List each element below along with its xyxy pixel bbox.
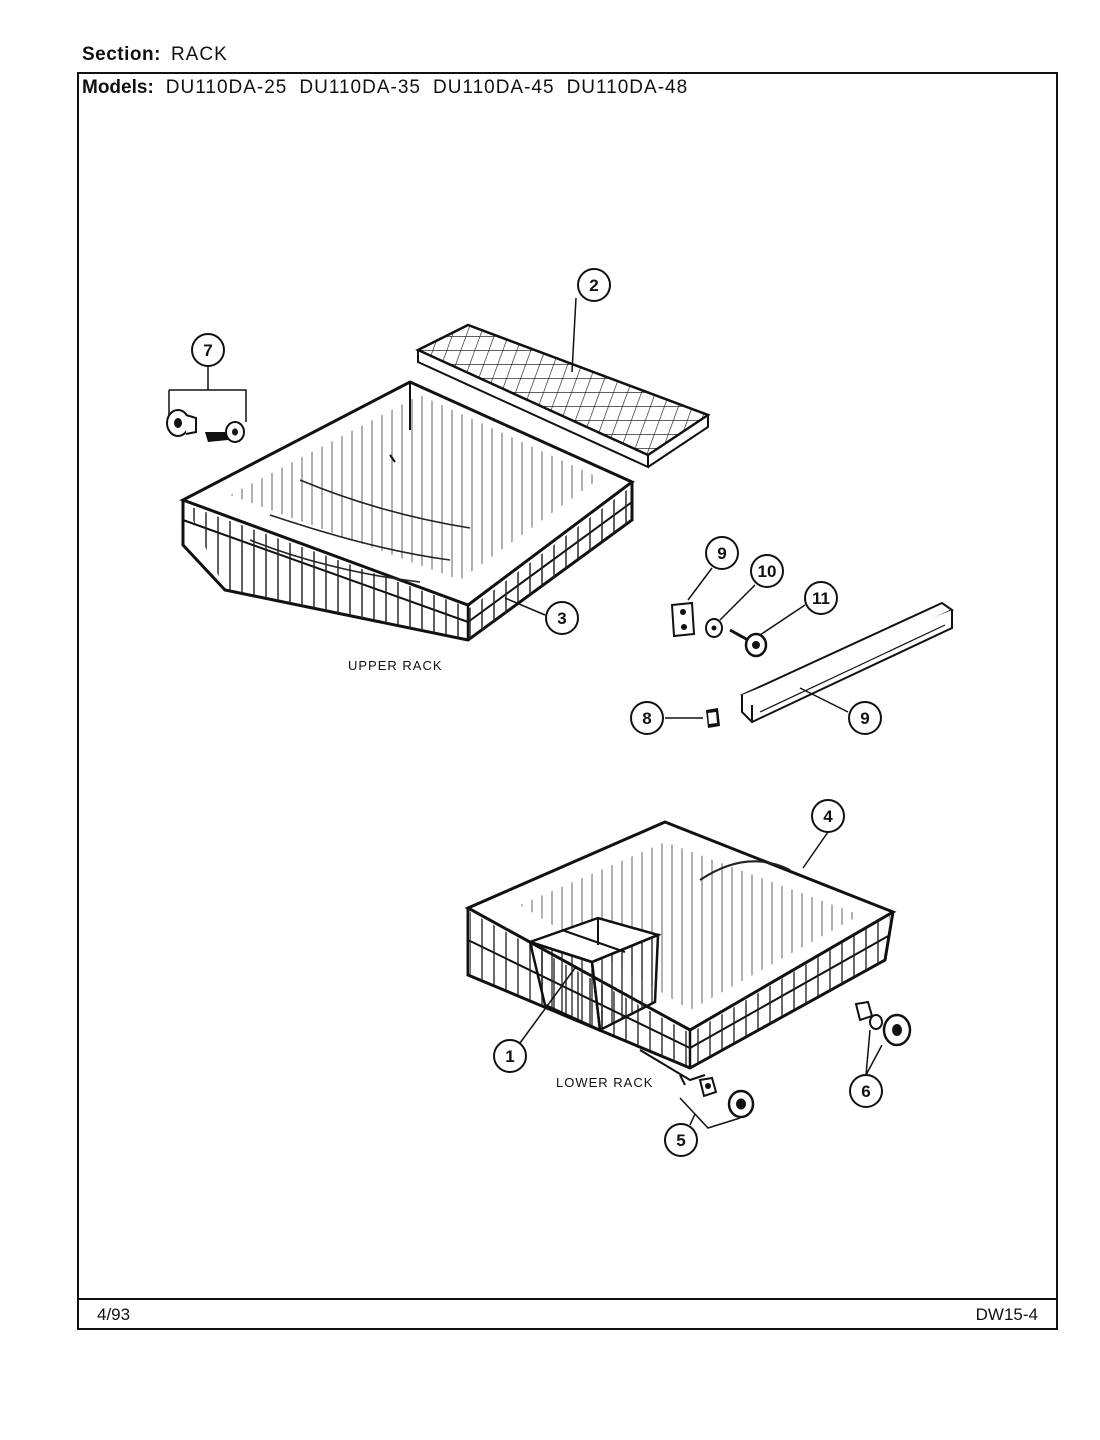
rack-adjuster-bracket-part (670, 601, 696, 638)
callout-number: 7 (203, 341, 212, 360)
models-heading: Models: DU110DA-25 DU110DA-35 DU110DA-45 DU1… (82, 77, 688, 99)
callout-3: 3 (545, 601, 579, 635)
silverware-basket-part (526, 916, 662, 1033)
callout-9: 9 (705, 536, 739, 570)
callout-11: 11 (804, 581, 838, 615)
upper-rack-part (179, 380, 635, 642)
lower-rack-caption: LOWER RACK (556, 1075, 653, 1090)
leader-line (504, 597, 546, 616)
callout-number: 4 (823, 807, 833, 826)
callout-6: 6 (849, 1074, 883, 1108)
section-label: Section: (82, 44, 161, 65)
model-number: DU110DA-48 (566, 77, 689, 98)
leader-line (799, 687, 849, 713)
callout-number: 1 (505, 1047, 514, 1066)
upper-shelf-grid-part (415, 323, 711, 469)
callout-number: 8 (642, 709, 651, 728)
callout-number: 11 (812, 589, 830, 608)
leader-bracket (168, 366, 247, 422)
leader-line (689, 1113, 696, 1126)
leader-line (519, 967, 576, 1044)
rack-roller-part (166, 409, 245, 443)
callout-number: 2 (589, 276, 598, 295)
leader-line (719, 584, 756, 621)
diagram-frame (77, 72, 1058, 1330)
callout-number: 10 (758, 562, 777, 581)
model-number: DU110DA-45 (432, 77, 555, 98)
callout-number: 5 (676, 1131, 685, 1150)
model-number: DU110DA-35 (299, 77, 421, 98)
callout-5: 5 (664, 1123, 698, 1157)
footer-page-code: DW15-4 (975, 1305, 1038, 1324)
callout-7: 7 (191, 333, 225, 367)
leader-line (759, 604, 806, 636)
models-label: Models: (82, 77, 154, 98)
callout-number: 3 (557, 609, 566, 628)
lower-rack-wheel-part (698, 1076, 755, 1119)
callout-number: 9 (717, 544, 726, 563)
footer-date: 4/93 (97, 1305, 131, 1324)
callout-10: 10 (750, 554, 784, 588)
adjuster-screw-part (729, 628, 768, 658)
footer-divider (77, 1298, 1058, 1300)
callout-8: 8 (630, 701, 664, 735)
leader-line (571, 297, 577, 373)
callout-number: 6 (861, 1082, 870, 1101)
upper-rack-caption: UPPER RACK (348, 658, 443, 673)
rack-track-part (740, 601, 954, 724)
callout-2: 2 (577, 268, 611, 302)
section-heading: Section: RACK (82, 44, 228, 66)
leader-line (865, 1029, 883, 1076)
leader-bracket (679, 1097, 741, 1129)
callout-4: 4 (811, 799, 845, 833)
callout-9: 9 (848, 701, 882, 735)
lower-rack-wheel-part (854, 1000, 912, 1047)
leader-line (687, 567, 713, 601)
washer-part (705, 618, 723, 638)
callout-number: 9 (860, 709, 869, 728)
section-value: RACK (170, 44, 228, 65)
track-end-cap-part (706, 708, 720, 728)
leader-line (802, 831, 829, 869)
model-number: DU110DA-25 (165, 77, 288, 98)
callout-1: 1 (493, 1039, 527, 1073)
